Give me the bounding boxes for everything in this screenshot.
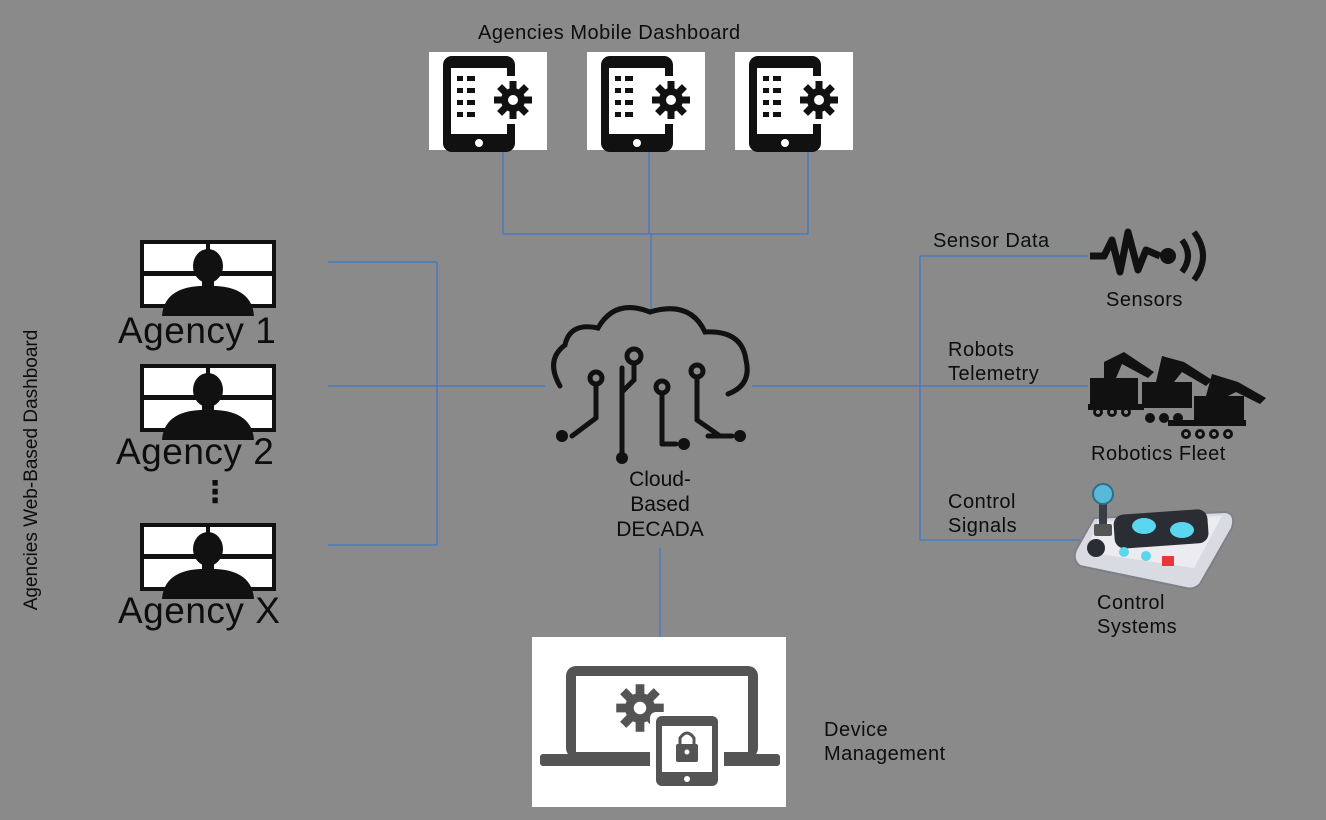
sensors-label: Sensors — [1106, 289, 1183, 311]
robotics-fleet-label: Robotics Fleet — [1091, 443, 1226, 465]
robot-arm-icon — [1088, 352, 1266, 439]
cloud-label-line2: Based — [630, 493, 690, 516]
user-monitor-icon — [140, 364, 276, 440]
agency-2-label: Agency 2 — [116, 431, 275, 472]
web-dashboard-side-label: Agencies Web-Based Dashboard — [21, 329, 42, 611]
cloud-decada-label: Cloud- Based DECADA — [590, 467, 730, 542]
cloud-label-line3: DECADA — [616, 518, 704, 541]
laptop-lock-settings-icon — [532, 637, 786, 807]
device-management-label: Device Management — [824, 718, 946, 766]
control-signals-line1: Control — [948, 491, 1016, 513]
mobile-settings-icon — [587, 52, 705, 152]
signal-wave-icon — [1090, 228, 1206, 282]
agency-x-label: Agency X — [118, 590, 281, 631]
control-systems-line1: Control — [1097, 592, 1165, 614]
control-signals-label: Control Signals — [948, 490, 1017, 538]
joystick-panel-icon — [1073, 483, 1235, 590]
user-monitor-icon — [140, 523, 276, 599]
cloud-circuit-icon — [551, 305, 750, 461]
agency-1-label: Agency 1 — [118, 310, 277, 351]
robots-telemetry-line1: Robots — [948, 339, 1015, 361]
control-signals-line2: Signals — [948, 515, 1018, 537]
cloud-label-line1: Cloud- — [629, 468, 691, 491]
user-monitor-icon — [140, 240, 276, 316]
device-management-line2: Management — [824, 743, 946, 765]
mobile-dashboard-group — [429, 52, 853, 152]
mobile-settings-icon — [735, 52, 853, 152]
control-systems-label: Control Systems — [1097, 591, 1177, 639]
ellipsis: ⋮ — [200, 476, 230, 509]
connector-lines — [328, 152, 1088, 637]
robots-telemetry-line2: Telemetry — [948, 363, 1040, 385]
control-systems-line2: Systems — [1097, 616, 1178, 638]
mobile-dashboard-title: Agencies Mobile Dashboard — [478, 22, 741, 44]
device-management-line1: Device — [824, 719, 889, 741]
mobile-settings-icon — [429, 52, 547, 152]
circuit-nodes — [556, 430, 746, 464]
sensor-data-label: Sensor Data — [933, 230, 1050, 252]
robots-telemetry-label: Robots Telemetry — [948, 338, 1039, 386]
